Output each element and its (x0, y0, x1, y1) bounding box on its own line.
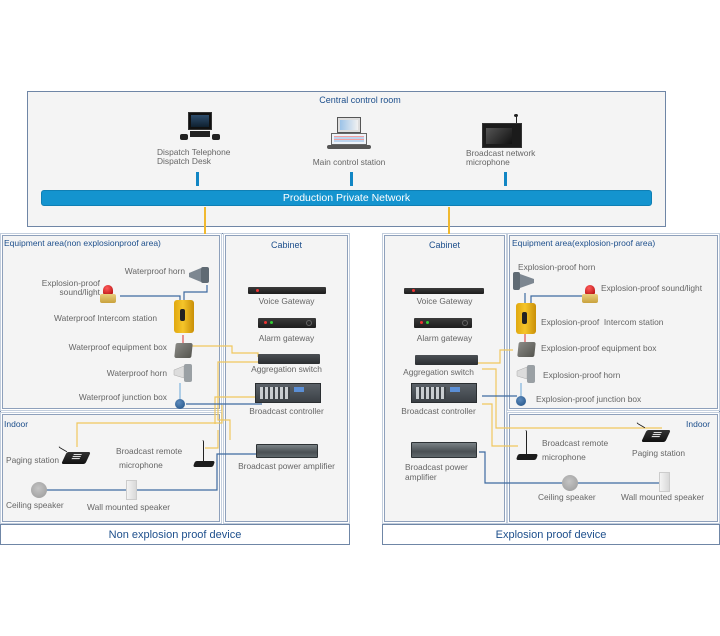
horn-icon (189, 267, 209, 283)
remote-microphone-label-1: Broadcast remote (116, 446, 183, 456)
network-link (504, 172, 507, 186)
remote-microphone-label-1: Broadcast remote (542, 438, 609, 448)
intercom-station-icon (174, 300, 194, 333)
indoor-title: Indoor (4, 419, 29, 429)
aggregation-switch-icon (258, 354, 320, 364)
section-footer: Explosion proof device (383, 524, 719, 544)
paging-station-icon (636, 420, 671, 444)
dispatch-desk-icon (180, 112, 220, 142)
junction-box-label: Waterproof junction box (78, 392, 167, 402)
horn-icon (513, 272, 534, 290)
power-amplifier-icon (256, 444, 318, 458)
intercom-station-icon (516, 303, 536, 334)
ceiling-speaker-label: Ceiling speaker (538, 492, 596, 502)
indoor-title: Indoor (686, 419, 711, 429)
wall-speaker-label: Wall mounted speaker (621, 492, 705, 502)
power-amplifier-label-2: amplifier (405, 472, 437, 482)
voice-gateway-label: Voice Gateway (258, 296, 315, 306)
aggregation-switch-label: Aggregation switch (403, 367, 474, 377)
waterproof-horn-label: Waterproof horn (124, 266, 185, 276)
dispatch-desk-label-2: Dispatch Desk (157, 156, 211, 166)
central-control-room-title: Central control room (319, 95, 401, 105)
sound-light-label-2: sound/light (59, 287, 100, 297)
cabinet-title: Cabinet (270, 240, 303, 250)
junction-box-label: Explosion-proof junction box (536, 394, 642, 404)
power-amplifier-label-1: Broadcast power (405, 462, 468, 472)
production-private-network: Production Private Network (41, 190, 652, 206)
broadcast-controller-icon (411, 383, 477, 403)
remote-microphone-icon (515, 430, 541, 462)
control-station-label: Main control station (312, 157, 386, 167)
power-amplifier-icon (411, 442, 477, 458)
paging-station-label: Paging station (6, 455, 60, 465)
ceiling-speaker-icon (31, 482, 47, 498)
beacon-icon (582, 285, 598, 303)
ceiling-speaker-label: Ceiling speaker (6, 500, 64, 510)
equipment-area-title: Equipment area(non explosionproof area) (4, 238, 161, 248)
remote-microphone-icon (192, 440, 218, 468)
equipment-box-label: Explosion-proof equipment box (541, 343, 657, 353)
horn-icon (516, 365, 535, 383)
aggregation-switch-icon (415, 355, 478, 365)
network-microphone-icon (482, 114, 522, 148)
equipment-box-icon (517, 342, 536, 357)
junction-box-icon (175, 399, 185, 409)
dispatch-desk-label-1: Dispatch Telephone (157, 147, 231, 157)
voice-gateway-icon (404, 288, 484, 294)
control-station-icon (327, 117, 371, 151)
cabinet-title: Cabinet (428, 240, 461, 250)
voice-gateway-label: Voice Gateway (416, 296, 473, 306)
remote-microphone-label-2: microphone (542, 452, 586, 462)
intercom-label-1: Explosion-proof (541, 317, 600, 327)
ceiling-speaker-icon (562, 475, 578, 491)
intercom-label: Waterproof Intercom station (54, 313, 157, 324)
remote-microphone-label-2: microphone (119, 460, 163, 470)
alarm-gateway-label: Alarm gateway (416, 333, 473, 343)
paging-station-icon (58, 442, 91, 466)
wall-speaker-icon (659, 472, 670, 492)
section-footer: Non explosion proof device (1, 524, 349, 544)
beacon-icon (100, 285, 116, 303)
explosion-proof-horn-label: Explosion-proof horn (518, 262, 596, 272)
broadcast-controller-icon (255, 383, 321, 403)
explosion-proof-horn-label: Explosion-proof horn (543, 370, 621, 380)
network-microphone-label-1: Broadcast network (466, 148, 536, 158)
broadcast-controller-label: Broadcast controller (401, 406, 476, 416)
junction-box-icon (516, 396, 526, 406)
sound-light-label: Explosion-proof sound/light (601, 283, 703, 293)
intercom-label-1: Waterproof (54, 313, 96, 323)
intercom-label-2: Intercom station (603, 317, 664, 327)
voice-gateway-icon (248, 287, 326, 294)
alarm-gateway-label: Alarm gateway (258, 333, 315, 343)
waterproof-horn-label: Waterproof horn (106, 368, 167, 378)
paging-station-label: Paging station (632, 448, 686, 458)
equipment-box-label: Waterproof equipment box (68, 342, 167, 352)
wall-speaker-label: Wall mounted speaker (87, 502, 171, 512)
horn-icon (173, 364, 192, 382)
intercom-label-2: Intercom station (97, 313, 158, 323)
intercom-label: Explosion-proof Intercom station (541, 317, 663, 328)
sound-light-label-1: Explosion-proof (41, 278, 100, 288)
aggregation-switch-label: Aggregation switch (251, 364, 322, 374)
network-microphone-label-2: microphone (466, 157, 510, 167)
alarm-gateway-icon (258, 318, 316, 328)
broadcast-controller-label: Broadcast controller (249, 406, 324, 416)
network-link (350, 172, 353, 186)
wall-speaker-icon (126, 480, 137, 500)
alarm-gateway-icon (414, 318, 472, 328)
network-link (196, 172, 199, 186)
equipment-area-title: Equipment area(explosion-proof area) (512, 238, 656, 248)
cabinet-right (382, 233, 507, 524)
equipment-box-icon (174, 343, 193, 358)
cabinet-left (223, 233, 350, 524)
power-amplifier-label: Broadcast power amplifier (238, 461, 335, 471)
